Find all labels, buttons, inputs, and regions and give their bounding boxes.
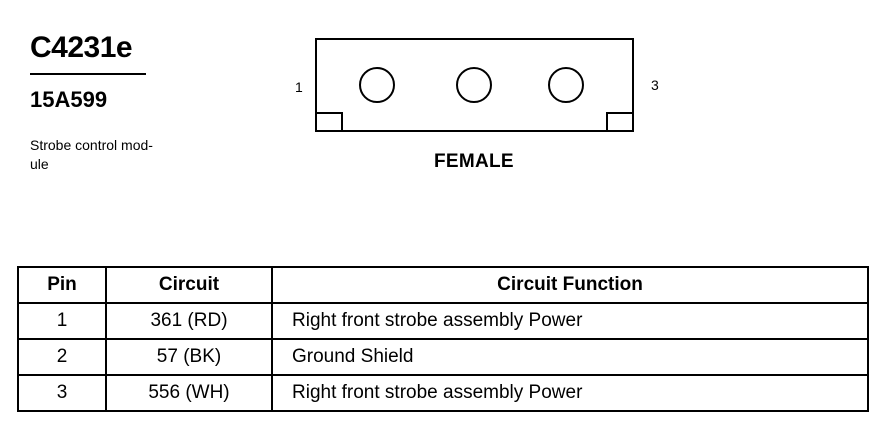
cell-function: Right front strobe assembly Power (271, 302, 869, 340)
cell-pin: 3 (17, 374, 107, 412)
header-circuit-function: Circuit Function (271, 266, 869, 304)
cell-pin: 2 (17, 338, 107, 376)
connector-description: Strobe control mod- ule (30, 136, 190, 174)
right-latch-notch (606, 112, 634, 132)
table-row: 3 556 (WH) Right front strobe assembly P… (17, 374, 869, 412)
connector-housing (315, 38, 634, 132)
cell-circuit: 57 (BK) (105, 338, 273, 376)
header-pin: Pin (17, 266, 107, 304)
table-header-row: Pin Circuit Circuit Function (17, 266, 869, 304)
pin-cavity-1 (359, 67, 395, 103)
pin-cavity-3 (548, 67, 584, 103)
connector-gender-label: FEMALE (434, 151, 514, 172)
cell-circuit: 556 (WH) (105, 374, 273, 412)
pin-number-label-left: 1 (295, 79, 303, 95)
table-row: 2 57 (BK) Ground Shield (17, 338, 869, 376)
cell-pin: 1 (17, 302, 107, 340)
left-latch-notch (315, 112, 343, 132)
pin-number-label-right: 3 (651, 77, 659, 93)
cell-function: Right front strobe assembly Power (271, 374, 869, 412)
title-underline (30, 73, 146, 75)
header-circuit: Circuit (105, 266, 273, 304)
part-number: 15A599 (30, 87, 108, 112)
cell-circuit: 361 (RD) (105, 302, 273, 340)
table-row: 1 361 (RD) Right front strobe assembly P… (17, 302, 869, 340)
pinout-table: Pin Circuit Circuit Function 1 361 (RD) … (17, 266, 869, 412)
connector-id: C4231e (30, 31, 133, 64)
pin-cavity-2 (456, 67, 492, 103)
cell-function: Ground Shield (271, 338, 869, 376)
description-text: Strobe control mod- ule (30, 137, 153, 172)
